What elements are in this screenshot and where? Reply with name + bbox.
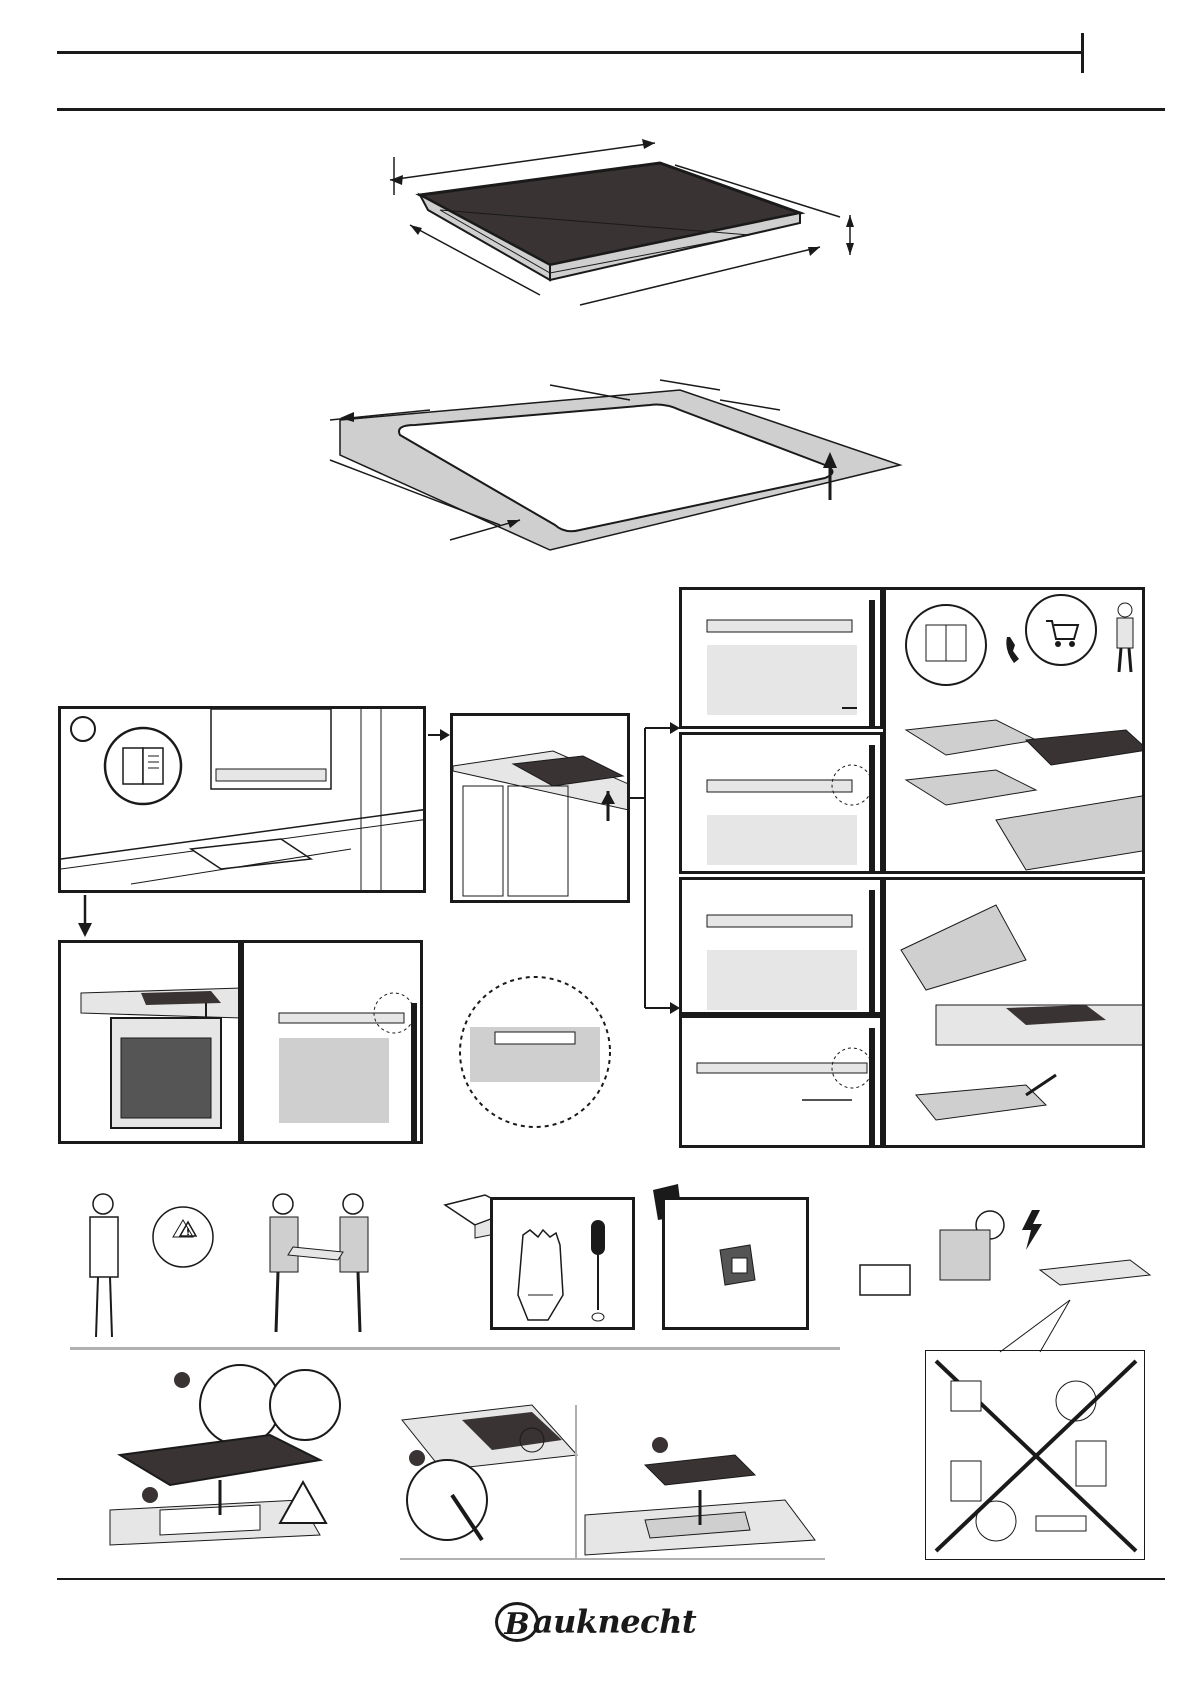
protective-gloves-icon (508, 1225, 573, 1325)
forbidden-connections-icon (925, 1350, 1145, 1560)
step-divider (575, 1405, 577, 1560)
arrow-to-oven-panel (75, 895, 95, 937)
footer-rule (57, 1578, 1165, 1580)
callout-lines (1000, 1300, 1080, 1355)
removal-with-screwdriver-step (402, 1400, 577, 1560)
warning-triangle-icon: ! (179, 1221, 197, 1237)
section-divider (70, 1347, 840, 1350)
two-workers-carrying (258, 1192, 388, 1342)
clearance-section-diagram-4 (679, 877, 883, 1015)
brand-logo-text: auknecht (533, 1603, 696, 1641)
kitchen-installation-overview (58, 706, 426, 893)
clearance-section-diagram-3 (241, 940, 423, 1144)
shopping-cart-icon (1044, 615, 1080, 649)
phone-icon (1004, 635, 1022, 665)
manual-book-icon (101, 724, 185, 808)
technician-icon (1105, 600, 1145, 675)
warning-triangle-icon-large (278, 1480, 328, 1525)
required-tools-panel (490, 1197, 635, 1330)
clearance-section-diagram-2 (679, 732, 883, 874)
bracket-install-step (110, 1365, 340, 1560)
arrow-to-cooktop-panel (428, 725, 450, 745)
worktop-cutout-diagram (320, 370, 910, 570)
lift-cooktop-step (585, 1430, 825, 1560)
header-tick (1081, 33, 1084, 73)
svg-text:!: ! (186, 1228, 190, 1238)
clearance-section-diagram-5 (679, 1015, 883, 1148)
electrician-icon (860, 1195, 1150, 1315)
bottom-gray-rule (400, 1558, 825, 1560)
mounting-brackets-panel (662, 1197, 809, 1330)
magnified-section-circle (455, 972, 615, 1132)
oven-under-cooktop-panel (58, 940, 241, 1144)
branch-arrows (630, 718, 682, 1018)
worktop-install-panel (883, 877, 1145, 1148)
cooktop-dimensions-diagram (380, 135, 860, 315)
header-bottom-rule (57, 108, 1165, 111)
read-manual-person (78, 1192, 208, 1342)
cooktop-worktop-panel (450, 713, 630, 903)
header-top-rule (57, 51, 1084, 54)
electric-shock-icon (1018, 1210, 1046, 1250)
clearance-section-diagram-1 (679, 587, 883, 729)
screwdriver-icon (583, 1215, 613, 1325)
